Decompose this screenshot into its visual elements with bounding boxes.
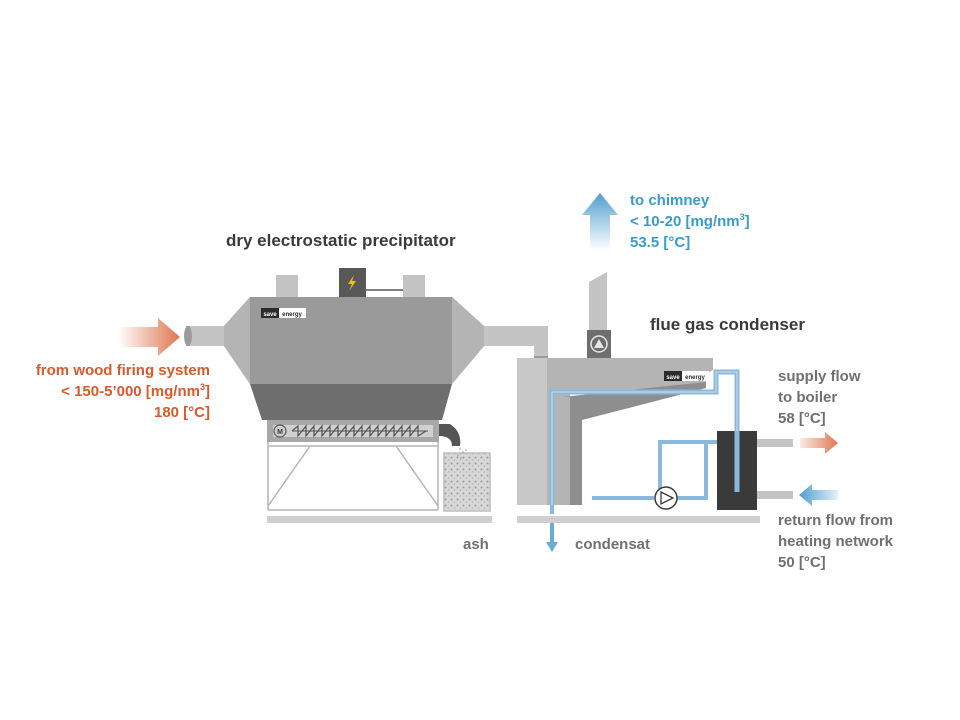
inlet-flow-arrow — [118, 318, 180, 356]
inlet-duct-opening — [184, 326, 192, 346]
ash-container — [443, 452, 491, 512]
chimney-label-line1: to chimney — [630, 192, 710, 209]
return-label-line3: 50 [°C] — [778, 554, 826, 571]
fan-icon-triangle — [594, 339, 604, 348]
spray-pipe — [549, 369, 740, 505]
insulator-right — [403, 275, 425, 297]
chimney-label-line3: 53.5 [°C] — [630, 234, 691, 251]
condenser-brand-energy: energy — [685, 375, 705, 381]
support-frame — [267, 442, 439, 511]
condenser-brand-badge — [664, 371, 709, 381]
chimney-label-line2: < 10-20 [mg/nm3] — [630, 211, 750, 232]
supply-pipe-stub — [757, 439, 793, 447]
precipitator-base-plate — [267, 516, 492, 523]
return-label-line1: return flow from — [778, 512, 893, 529]
supply-label: supply flow to boiler 58 [°C] — [778, 366, 861, 429]
inlet-concentration-exp: 3 — [199, 382, 205, 392]
precipitator-brand-save: save — [263, 312, 277, 318]
precipitator-brand-energy: energy — [282, 312, 302, 318]
precipitator: save energy M — [184, 268, 491, 512]
inlet-label-line1: from wood firing system — [35, 362, 210, 379]
ash-label: ash — [463, 536, 489, 553]
supply-label-line3: 58 [°C] — [778, 410, 826, 427]
connecting-duct — [484, 326, 548, 358]
fan-icon — [590, 335, 608, 353]
inlet-concentration-end: ] — [205, 383, 210, 400]
return-flow-arrow — [799, 484, 838, 506]
chimney-concentration-exp: 3 — [739, 212, 745, 222]
return-label: return flow from heating network 50 [°C] — [778, 510, 893, 573]
supply-label-line1: supply flow — [778, 368, 861, 385]
exhaust-stack — [589, 272, 607, 330]
chimney-concentration-end: ] — [744, 213, 750, 230]
falling-ash — [457, 448, 467, 459]
insulator-left — [276, 275, 298, 297]
condenser-inner-chamber — [562, 382, 706, 505]
lightning-icon — [348, 275, 356, 291]
condensate-flow-arrow — [546, 523, 558, 552]
chimney-label: to chimney < 10-20 [mg/nm3] 53.5 [°C] — [630, 190, 750, 253]
condenser-housing — [517, 358, 713, 505]
condenser-base-plate — [517, 516, 760, 523]
chimney-concentration: < 10-20 [mg/nm — [630, 213, 740, 230]
inlet-duct — [186, 326, 224, 346]
flue-gas-condenser: save energy — [517, 272, 793, 514]
motor-letter: M — [277, 429, 283, 436]
precipitator-hopper — [250, 384, 452, 420]
pump-icon — [660, 490, 675, 506]
condenser-title: flue gas condenser — [650, 315, 805, 334]
return-label-line2: heating network — [778, 533, 894, 550]
brand-save-box — [261, 308, 279, 318]
inlet-label-line2: < 150-5’000 [mg/nm3] — [36, 381, 210, 402]
inlet-concentration: < 150-5’000 [mg/nm — [61, 383, 200, 400]
condenser-front-panel — [517, 358, 547, 505]
spray-pipe-highlight — [551, 371, 738, 505]
return-pipe-stub — [757, 491, 793, 499]
condensat-label: condensat — [575, 536, 651, 553]
condenser-brand-save: save — [666, 375, 680, 381]
supply-flow-arrow — [800, 432, 838, 454]
condenser-brand-save-box — [664, 371, 682, 381]
inlet-label: from wood firing system < 150-5’000 [mg/… — [36, 360, 210, 423]
housing-right-cone-shade — [452, 297, 484, 384]
motor-icon — [273, 424, 287, 438]
supply-label-line2: to boiler — [778, 389, 838, 406]
precipitator-housing — [224, 297, 484, 384]
inlet-label-line3: 180 [°C] — [153, 404, 210, 421]
chimney-flow-arrow — [582, 193, 618, 250]
housing-left-cone-shade — [224, 297, 250, 384]
precipitator-title: dry electrostatic precipitator — [226, 231, 456, 250]
circulation-pipe — [592, 440, 708, 500]
precipitator-brand-badge — [261, 308, 306, 318]
discharge-chute — [439, 424, 461, 446]
